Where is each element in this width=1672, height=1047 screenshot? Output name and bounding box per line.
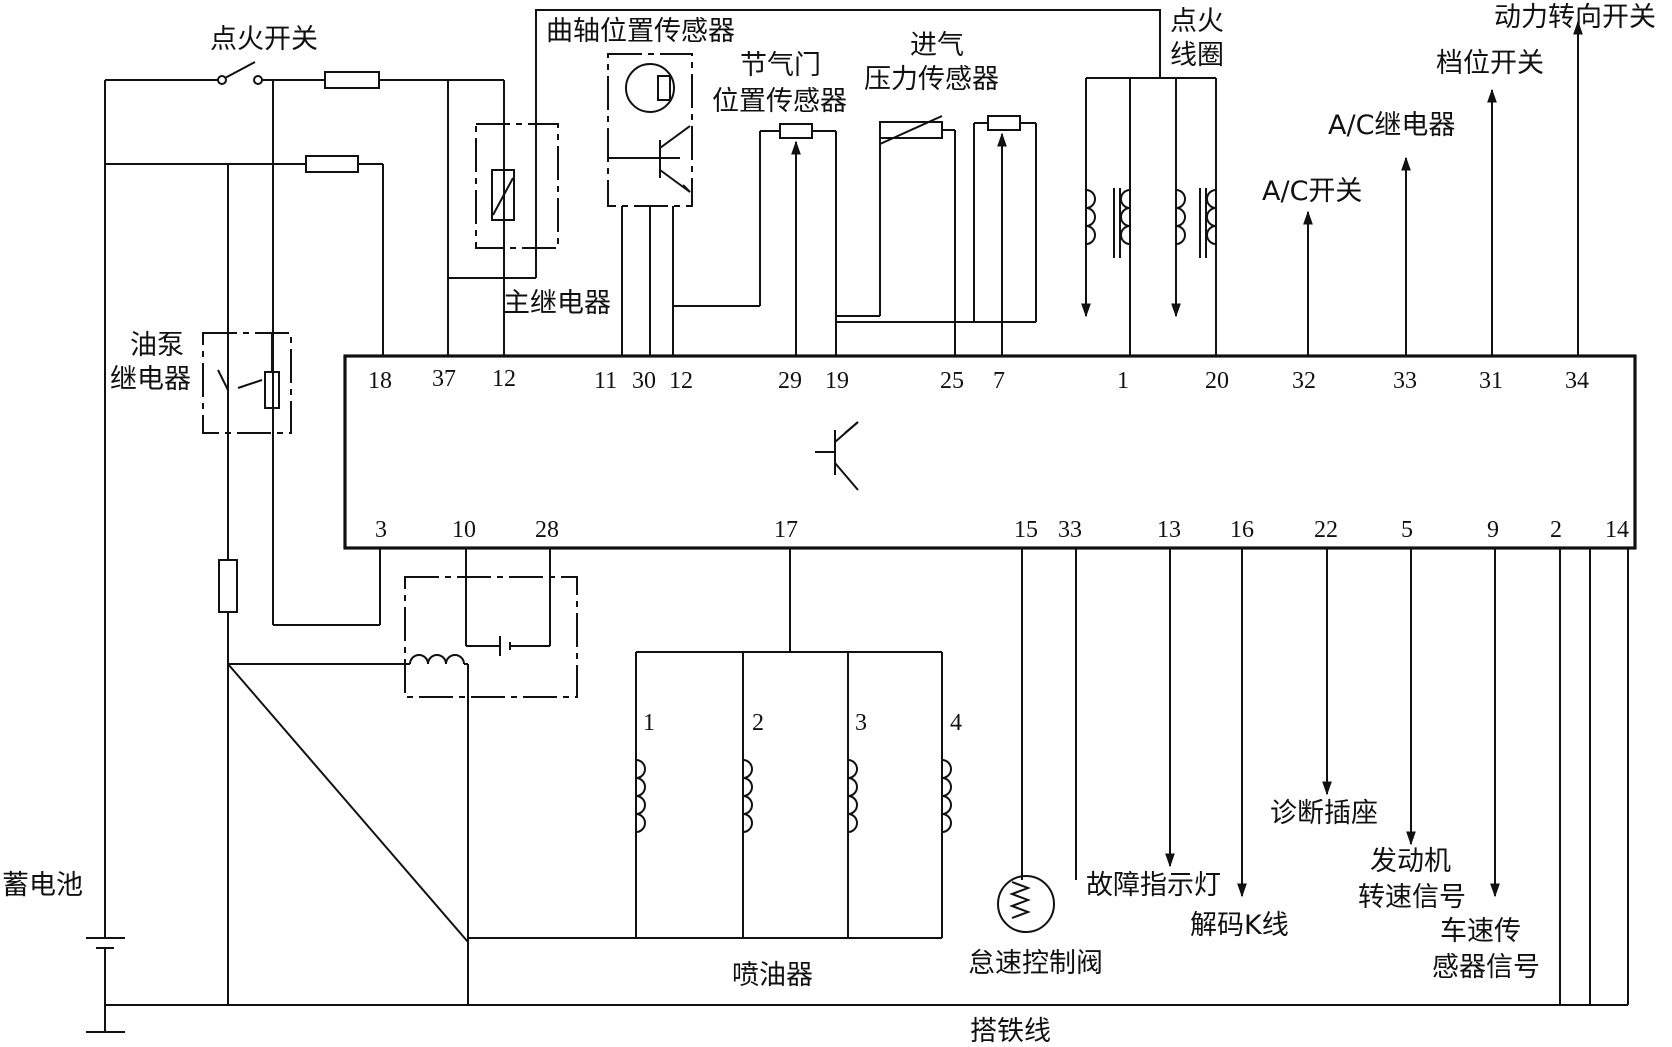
idle-control-valve [997,548,1077,933]
ecu-transistor-icon [815,421,859,491]
diag-socket-label: 诊断插座 [1270,798,1378,829]
fuel-pump-relay-label: 油泵 [130,330,184,361]
engine-speed-label: 发动机 [1370,846,1451,877]
pin-top: 29 [778,368,802,394]
pin-top: 7 [993,368,1005,394]
fault-lamp-label: 故障指示灯 [1086,870,1221,901]
crank-sensor-label: 曲轴位置传感器 [546,16,735,47]
fuel-pump-motor-circuit [227,548,578,1005]
pin-bottom: 22 [1314,517,1338,543]
ecu-top-pins: 18 37 12 11 30 12 29 19 25 7 1 20 32 33 … [368,366,1589,394]
main-relay-label: 主继电器 [503,288,611,319]
right-side-signals [1303,20,1583,356]
bottom-signals [1165,548,1629,1005]
pin-bottom: 17 [774,517,798,543]
pin-top: 31 [1479,368,1503,394]
pin-bottom: 2 [1550,517,1562,543]
pin-bottom: 16 [1230,517,1254,543]
engine-speed-label: 转速信号 [1358,882,1466,913]
throttle-sensor-label: 位置传感器 [712,86,847,117]
pin-top: 11 [594,368,617,394]
ignition-coil [1081,77,1217,356]
ecu-bottom-pins: 3 10 28 17 15 33 13 16 22 5 9 2 14 [375,517,1629,543]
battery-label: 蓄电池 [2,870,83,901]
pin-bottom: 5 [1401,517,1413,543]
intake-sensor-label: 压力传感器 [864,64,999,95]
ac-switch-label: A/C开关 [1262,176,1362,207]
main-relay [475,9,1161,278]
pin-bottom: 14 [1605,517,1629,543]
ignition-coil-label: 点火 [1170,6,1224,37]
ecu-box [343,354,1637,550]
injector-number: 1 [643,710,655,736]
ac-relay-label: A/C继电器 [1328,110,1455,141]
pin-top: 37 [432,366,456,392]
pin-top: 20 [1205,368,1229,394]
crank-position-sensor [607,53,693,356]
pin-bottom: 13 [1157,517,1181,543]
intake-sensor-label: 进气 [910,30,964,61]
pin-top: 18 [368,368,392,394]
pin-top: 25 [940,368,964,394]
pin-top: 30 [632,368,656,394]
injector-number: 3 [855,710,867,736]
injector-number: 4 [950,710,962,736]
vehicle-speed-label: 车速传 [1440,916,1521,947]
ground-label: 搭铁线 [970,1016,1051,1047]
gear-switch-label: 档位开关 [1436,48,1544,79]
pin-top: 33 [1393,368,1417,394]
pin-bottom: 9 [1487,517,1499,543]
injector-label: 喷油器 [732,960,813,991]
fuel-pump-relay-label: 继电器 [110,364,191,395]
idle-valve-label: 怠速控制阀 [968,948,1103,979]
throttle-position-sensor [673,123,837,356]
pin-top: 19 [825,368,849,394]
throttle-sensor-label: 节气门 [740,50,821,81]
pin-bottom: 10 [452,517,476,543]
k-line-label: 解码K线 [1190,910,1289,941]
pin-top: 12 [669,368,693,394]
vehicle-speed-label: 感器信号 [1432,952,1540,983]
ignition-switch-label: 点火开关 [210,24,318,55]
pin-top: 32 [1292,368,1316,394]
power-steering-switch-label: 动力转向开关 [1494,2,1656,33]
pin-top: 1 [1117,368,1129,394]
fuel-pump-relay [202,332,292,434]
pin-bottom: 3 [375,517,387,543]
injector-bank [468,548,952,939]
pin-top: 12 [492,366,516,392]
pin-bottom: 33 [1058,517,1082,543]
injector-numbers: 1 2 3 4 [643,710,962,736]
pin-bottom: 15 [1014,517,1038,543]
intake-pressure-sensor [836,115,1037,356]
injector-number: 2 [752,710,764,736]
pin-bottom: 28 [535,517,559,543]
pin-top: 34 [1565,368,1589,394]
ignition-coil-label: 线圈 [1170,40,1224,71]
